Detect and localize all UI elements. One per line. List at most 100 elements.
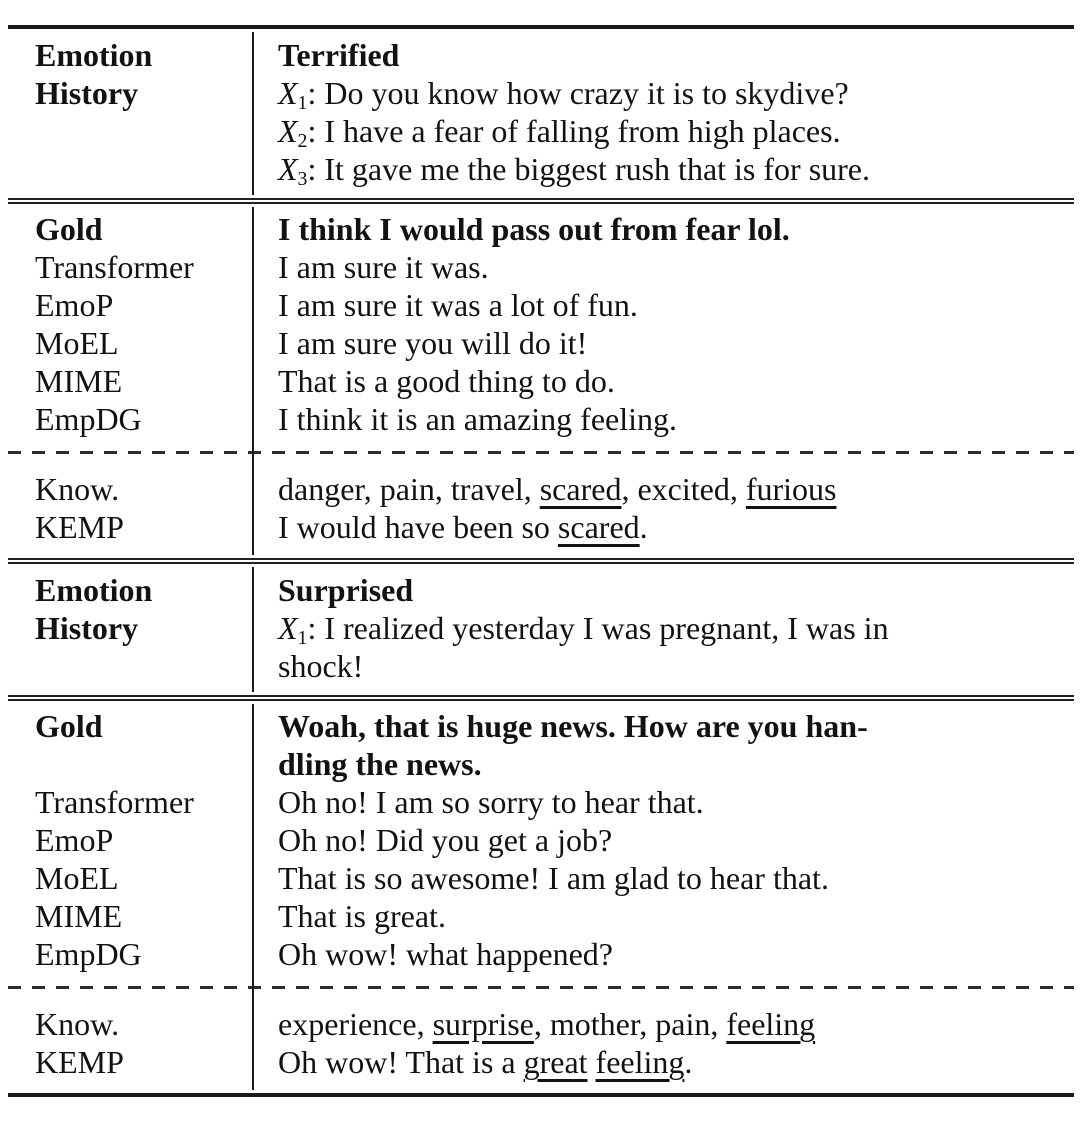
table-row: KEMP Oh wow! That is a great feeling. xyxy=(8,1043,1074,1081)
row-content: I think I would pass out from fear lol. xyxy=(252,210,1074,248)
top-rule xyxy=(8,25,1074,29)
row-label: MIME xyxy=(35,363,123,399)
row-content: danger, pain, travel, scared, excited, f… xyxy=(252,470,1074,508)
keyword-underlined: feeling xyxy=(595,1044,685,1080)
table-row: Know. danger, pain, travel, scared, excit… xyxy=(8,470,1074,508)
row-content: X3: It gave me the biggest rush that is … xyxy=(252,150,1074,190)
text-segment: That is great. xyxy=(278,898,446,934)
table-row: X2: I have a fear of falling from high p… xyxy=(8,112,1074,152)
table-row: EmoP I am sure it was a lot of fun. xyxy=(8,286,1074,324)
row-content: Terrified xyxy=(252,36,1074,74)
table-row: MoEL I am sure you will do it! xyxy=(8,324,1074,362)
text-segment: Surprised xyxy=(278,572,414,608)
row-label: MoEL xyxy=(35,325,119,361)
row-label: EmpDG xyxy=(35,936,142,972)
text-segment: Terrified xyxy=(278,37,400,73)
text-segment xyxy=(588,1044,596,1080)
row-content: I think it is an amazing feeling. xyxy=(252,400,1074,438)
text-segment: Woah, that is huge news. How are you han… xyxy=(278,708,868,744)
row-content: experience, surprise, mother, pain, feel… xyxy=(252,1005,1074,1043)
text-segment: Oh wow! what happened? xyxy=(278,936,613,972)
text-segment: : It gave me the biggest rush that is fo… xyxy=(307,151,870,187)
row-content: I would have been so scared. xyxy=(252,508,1074,546)
table-row: EmoP Oh no! Did you get a job? xyxy=(8,821,1074,859)
keyword-underlined: scared xyxy=(539,471,622,507)
row-label: Transformer xyxy=(35,249,194,285)
row-label: Emotion xyxy=(35,572,153,608)
keyword-underlined: scared xyxy=(557,509,640,545)
row-label: EmoP xyxy=(35,822,114,858)
text-segment: danger, pain, travel, xyxy=(278,471,540,507)
math-var: X2 xyxy=(278,113,308,152)
keyword-underlined: furious xyxy=(745,471,837,507)
row-label: History xyxy=(35,75,139,111)
text-segment: Oh wow! That is a xyxy=(278,1044,524,1080)
row-content: I am sure it was. xyxy=(252,248,1074,286)
row-content: That is great. xyxy=(252,897,1074,935)
text-segment: That is so awesome! I am glad to hear th… xyxy=(278,860,829,896)
text-segment: , mother, pain, xyxy=(533,1006,727,1042)
text-segment: : I realized yesterday I was pregnant, I… xyxy=(307,610,889,646)
row-content: I am sure it was a lot of fun. xyxy=(252,286,1074,324)
text-segment: I think it is an amazing feeling. xyxy=(278,401,677,437)
row-content: Woah, that is huge news. How are you han… xyxy=(252,707,1074,783)
table-row: Emotion Terrified xyxy=(8,36,1074,74)
section-divider xyxy=(8,695,1074,701)
row-content: X1: Do you know how crazy it is to skydi… xyxy=(252,74,1074,114)
row-label: MoEL xyxy=(35,860,119,896)
table-row: X3: It gave me the biggest rush that is … xyxy=(8,150,1074,190)
text-segment: I am sure it was. xyxy=(278,249,489,285)
dashed-divider xyxy=(8,986,1074,989)
table-row: EmpDG Oh wow! what happened? xyxy=(8,935,1074,973)
section-divider xyxy=(8,198,1074,204)
text-segment: , excited, xyxy=(621,471,746,507)
row-label: Know. xyxy=(35,1006,120,1042)
row-label: Emotion xyxy=(35,37,153,73)
text-segment: I would have been so xyxy=(278,509,558,545)
text-segment: : I have a fear of falling from high pla… xyxy=(307,113,841,149)
text-segment: I am sure it was a lot of fun. xyxy=(278,287,638,323)
row-label: EmpDG xyxy=(35,401,142,437)
row-label: KEMP xyxy=(35,1044,124,1080)
text-segment: : Do you know how crazy it is to skydive… xyxy=(307,75,849,111)
case-divider xyxy=(8,558,1074,564)
table-row: EmpDG I think it is an amazing feeling. xyxy=(8,400,1074,438)
text-segment: shock! xyxy=(278,648,364,684)
text-segment: I am sure you will do it! xyxy=(278,325,588,361)
row-content: X1: I realized yesterday I was pregnant,… xyxy=(252,609,1074,685)
row-content: That is so awesome! I am glad to hear th… xyxy=(252,859,1074,897)
row-label: MIME xyxy=(35,898,123,934)
column-divider xyxy=(252,32,254,195)
row-label xyxy=(8,112,252,150)
table-row: MIME That is great. xyxy=(8,897,1074,935)
row-label: Know. xyxy=(35,471,120,507)
row-label: History xyxy=(35,610,139,646)
keyword-underlined: great xyxy=(523,1044,588,1080)
text-segment: Oh no! Did you get a job? xyxy=(278,822,613,858)
math-var: X3 xyxy=(278,151,308,190)
table-row: Know. experience, surprise, mother, pain,… xyxy=(8,1005,1074,1043)
math-var: X1 xyxy=(278,610,308,649)
table-row: History X1: Do you know how crazy it is t… xyxy=(8,74,1074,114)
row-label xyxy=(8,150,252,188)
text-segment: . xyxy=(639,509,648,545)
row-content: That is a good thing to do. xyxy=(252,362,1074,400)
table-row: Emotion Surprised xyxy=(8,571,1074,609)
keyword-underlined: feeling xyxy=(726,1006,816,1042)
text-segment: dling the news. xyxy=(278,746,482,782)
column-divider xyxy=(252,567,254,692)
row-label: EmoP xyxy=(35,287,114,323)
responses-block: Gold Woah, that is huge news. How are you… xyxy=(8,701,1074,1093)
math-var: X1 xyxy=(278,75,308,114)
row-content: Oh wow! That is a great feeling. xyxy=(252,1043,1074,1081)
table-row: Gold Woah, that is huge news. How are you… xyxy=(8,707,1074,783)
text-segment: That is a good thing to do. xyxy=(278,363,615,399)
text-segment: experience, xyxy=(278,1006,433,1042)
row-label: Gold xyxy=(35,708,103,744)
